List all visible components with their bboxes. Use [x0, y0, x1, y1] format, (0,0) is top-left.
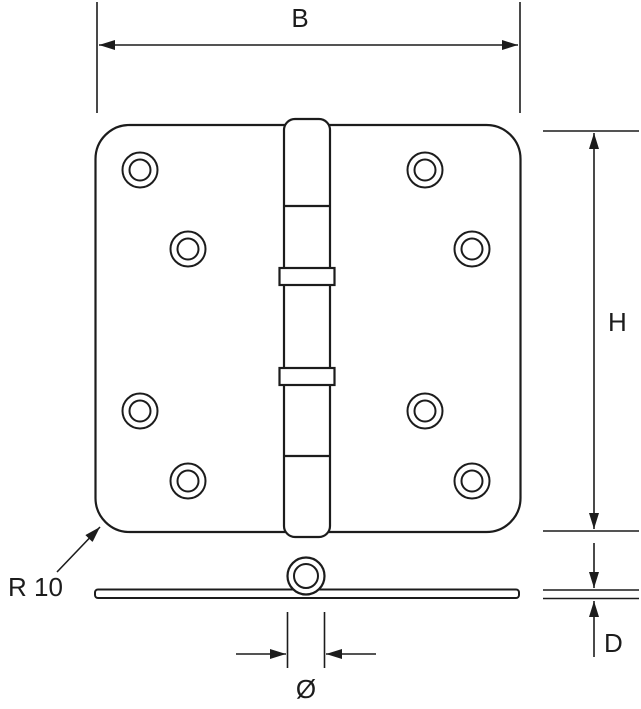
screw-hole	[453, 462, 491, 500]
screw-hole-inner	[413, 158, 437, 182]
screw-hole-inner	[176, 237, 200, 261]
screw-hole	[169, 230, 207, 268]
edge-view-barrel-inner	[293, 563, 319, 589]
screw-hole-inner	[128, 158, 152, 182]
knuckle-band-lower	[278, 366, 336, 387]
hinge-edge-view	[94, 556, 520, 599]
screw-hole	[406, 151, 444, 189]
hinge-front-view	[94, 117, 522, 539]
corner-radius-arrow	[56, 526, 101, 573]
dimension-height-label: H	[608, 307, 627, 337]
screw-hole-inner	[460, 469, 484, 493]
screw-hole-inner	[176, 469, 200, 493]
screw-hole-inner	[413, 399, 437, 423]
dimension-width-label: B	[291, 3, 308, 33]
screw-hole	[406, 392, 444, 430]
dimension-diameter-label: Ø	[296, 674, 316, 704]
screw-hole	[121, 151, 159, 189]
knuckle-band-upper	[278, 266, 336, 287]
dimension-height: H	[543, 130, 639, 532]
dimension-width: B	[96, 2, 521, 113]
dimension-thickness: D	[543, 543, 639, 658]
screw-hole	[121, 392, 159, 430]
corner-radius-label: R 10	[8, 572, 63, 602]
hinge-barrel	[278, 117, 336, 539]
dimension-thickness-label: D	[604, 628, 623, 658]
corner-radius-callout: R 10	[8, 526, 101, 602]
dimension-pin-diameter: Ø	[236, 612, 376, 704]
screw-hole	[453, 230, 491, 268]
screw-hole	[169, 462, 207, 500]
screw-hole-inner	[128, 399, 152, 423]
barrel-body	[282, 117, 332, 539]
screw-hole-inner	[460, 237, 484, 261]
